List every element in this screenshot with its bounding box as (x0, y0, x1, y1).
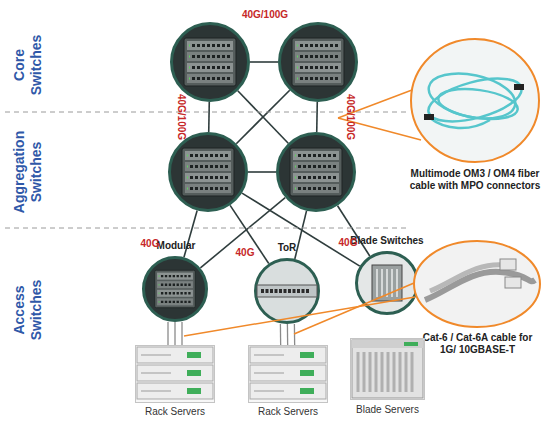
node-outline (410, 38, 540, 163)
node-label: Blade Switches (345, 235, 429, 247)
bandwidth-label: 40G (141, 238, 160, 249)
uplink-line (208, 102, 210, 132)
tier-separator (5, 228, 410, 229)
bandwidth-label: 40G (236, 247, 255, 258)
node-label: Blade Servers (340, 404, 435, 416)
node-label: ToR (252, 242, 322, 254)
bandwidth-label: 40G/100G (176, 94, 187, 140)
circle-outline (278, 134, 355, 211)
server-frame (136, 346, 215, 403)
copper-cable-callout: Cat-6 / Cat-6A cable for 1G/ 10GBASE-T (410, 240, 545, 365)
node-outline (135, 345, 215, 403)
circle-outline (411, 39, 539, 162)
node-outline (142, 256, 208, 322)
link-line (280, 324, 282, 345)
node-label: Rack Servers (130, 406, 220, 418)
tier-label: Core Switches (11, 20, 45, 110)
callout-leaders (184, 90, 421, 336)
tier-label: Aggregation Switches (11, 117, 45, 227)
uplink-line (236, 90, 289, 143)
aggregation-switch (168, 132, 248, 212)
uplink-line (248, 171, 276, 173)
rack-server: Rack Servers (243, 345, 333, 425)
bandwidth-label: 40G (339, 237, 358, 248)
uplink-line (316, 102, 318, 132)
core-switch (170, 22, 250, 102)
node-outline (413, 240, 541, 328)
uplink-line (338, 206, 370, 256)
node-outline (350, 338, 425, 400)
aggregation-switch (276, 132, 356, 212)
circle-outline (256, 260, 319, 323)
link-line (287, 324, 289, 345)
core-switch (278, 22, 358, 102)
fiber-callout: Multimode OM3 / OM4 fiber cable with MPO… (405, 38, 545, 210)
uplink-line (295, 211, 307, 259)
rack-server: Rack Servers (130, 345, 220, 425)
circle-outline (280, 24, 357, 101)
node-outline (248, 345, 328, 403)
blade-server: Blade Servers (340, 338, 435, 425)
link-line (174, 322, 175, 345)
node-label: Multimode OM3 / OM4 fiber cable with MPO… (405, 168, 545, 192)
node-outline (278, 22, 358, 102)
circle-outline (172, 24, 249, 101)
node-label: Cat-6 / Cat-6A cable for 1G/ 10GBASE-T (410, 332, 545, 356)
cable-bundle (280, 324, 294, 345)
circle-outline (357, 253, 418, 314)
node-outline (168, 132, 248, 212)
uplink-line (230, 205, 269, 263)
node-outline (170, 22, 250, 102)
circle-outline (170, 134, 247, 211)
node-label: Rack Servers (243, 406, 333, 418)
node-outline (276, 132, 356, 212)
tier-label: Access Switches (11, 260, 45, 360)
tor-switch: ToR (252, 242, 322, 328)
link-line (167, 322, 168, 345)
modular-switch: Modular (138, 238, 214, 328)
bandwidth-label: 40G/100G (242, 9, 288, 20)
node-outline (355, 251, 419, 315)
server-frame (351, 339, 425, 400)
link-line (294, 324, 296, 345)
server-frame (249, 346, 328, 403)
uplink-line (250, 61, 278, 63)
node-outline (254, 258, 320, 324)
link-line (181, 322, 182, 345)
bandwidth-label: 40G/100G (345, 94, 356, 140)
cable-bundle (168, 322, 182, 345)
circle-outline (414, 241, 540, 327)
circle-outline (144, 258, 207, 321)
